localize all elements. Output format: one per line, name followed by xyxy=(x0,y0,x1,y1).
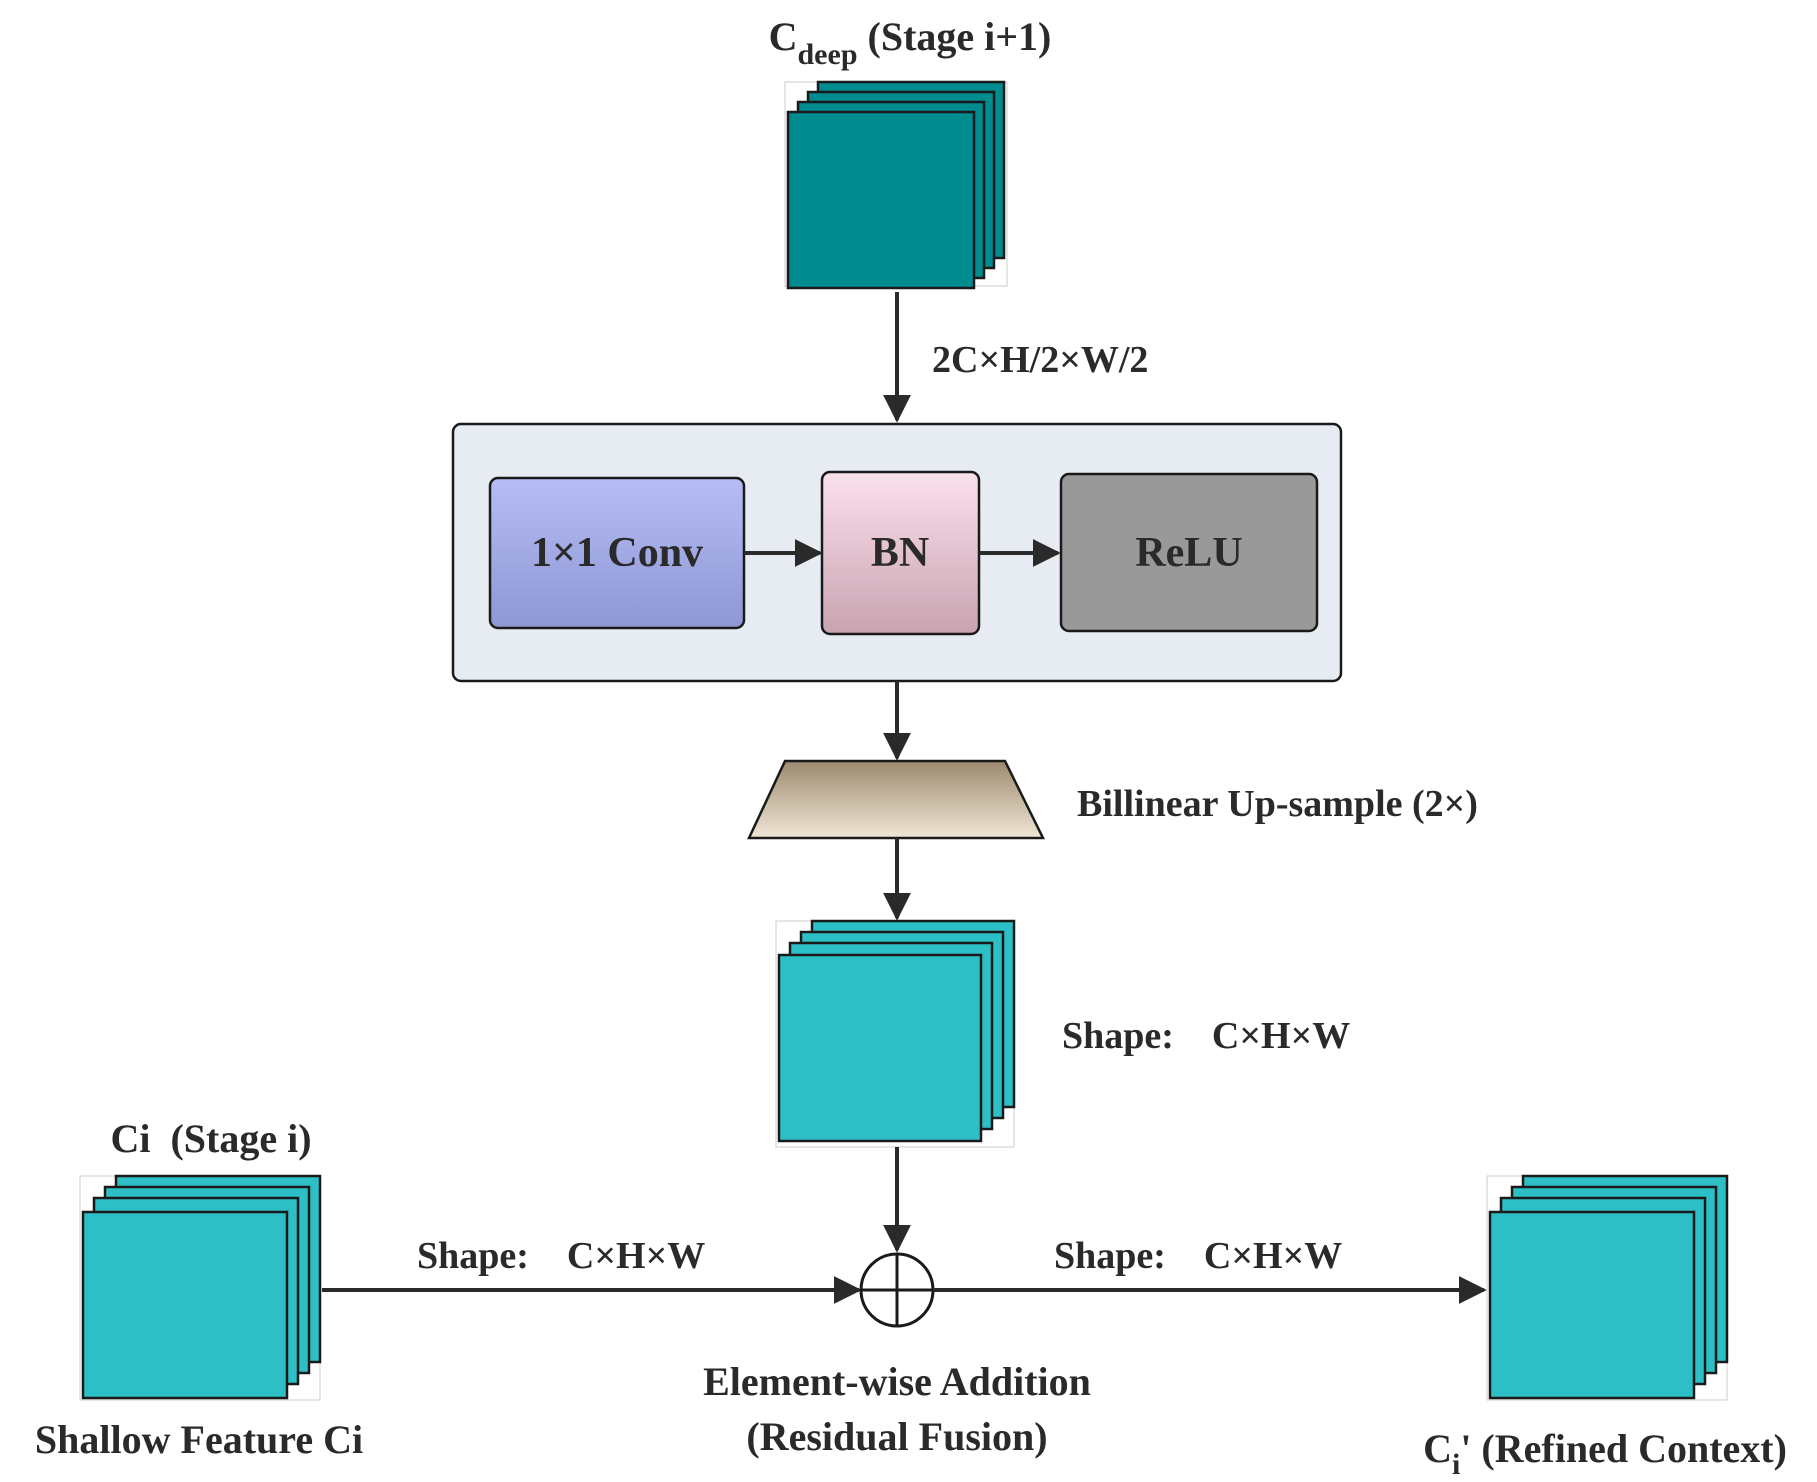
deep-feature-tensor xyxy=(784,80,1008,290)
upsampled-shape-label: Shape: C×H×W xyxy=(1062,1015,1350,1057)
relu-label: ReLU xyxy=(1135,530,1242,576)
refined-feature-tensor xyxy=(1486,1174,1729,1401)
upsample-label: Billinear Up-sample (2×) xyxy=(1077,783,1478,825)
shallow-feature-caption: Shallow Feature Ci xyxy=(35,1417,363,1462)
shallow-shape-label: Shape: C×H×W xyxy=(417,1235,705,1277)
refined-feature-caption: Ci' (Refined Context) xyxy=(1423,1426,1787,1481)
element-wise-addition-node xyxy=(859,1252,935,1328)
bn-label: BN xyxy=(871,530,929,576)
shallow-feature-tensor xyxy=(79,1174,322,1401)
addition-label-line2: (Residual Fusion) xyxy=(746,1414,1047,1459)
upsampled-feature-tensor xyxy=(775,919,1016,1148)
output-shape-label: Shape: C×H×W xyxy=(1054,1235,1342,1277)
shallow-feature-title: Ci (Stage i) xyxy=(110,1116,311,1161)
deep-feature-title: Cdeep (Stage i+1) xyxy=(769,14,1052,71)
conv-label: 1×1 Conv xyxy=(531,530,703,576)
relu-box xyxy=(1059,472,1319,633)
addition-label-line1: Element-wise Addition xyxy=(703,1359,1091,1404)
deep-shape-label: 2C×H/2×W/2 xyxy=(932,339,1148,381)
upsample-trapezoid xyxy=(747,759,1046,840)
